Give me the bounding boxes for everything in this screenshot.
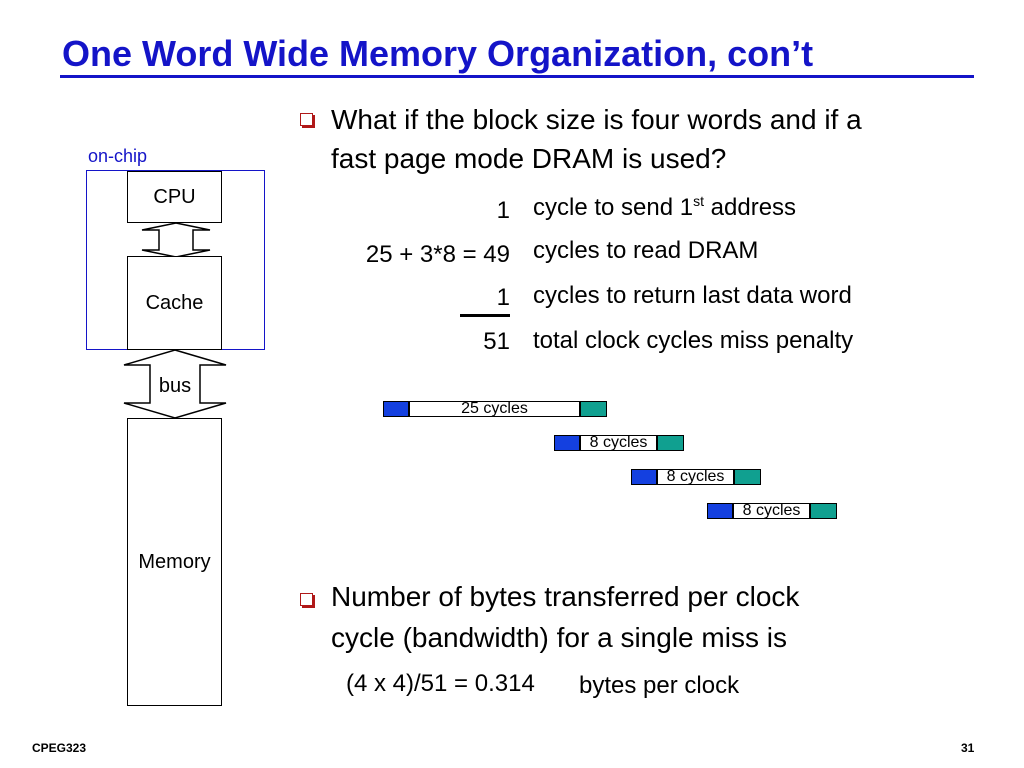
bus-label: bus bbox=[158, 375, 192, 397]
calc-value-2: 25 + 3*8 = 49 bbox=[365, 241, 510, 268]
calc-value-1: 1 bbox=[496, 197, 510, 224]
dram-segment: 8 cycles bbox=[657, 468, 734, 485]
timeline-label: 8 cycles bbox=[666, 468, 725, 485]
bullet-1-line-1: What if the block size is four words and… bbox=[331, 104, 862, 135]
transfer-segment bbox=[810, 503, 837, 519]
memory-label: Memory bbox=[138, 550, 211, 573]
bandwidth-expression: (4 x 4)/51 = 0.314 bbox=[346, 670, 535, 697]
timeline-row-4: 8 cycles bbox=[707, 502, 837, 519]
dram-segment: 8 cycles bbox=[580, 434, 657, 451]
cpu-box: CPU bbox=[127, 171, 222, 223]
bandwidth-unit: bytes per clock bbox=[579, 672, 740, 699]
address-segment bbox=[554, 435, 580, 451]
timeline-row-1: 25 cycles bbox=[383, 400, 607, 417]
dram-segment: 25 cycles bbox=[409, 400, 580, 417]
calc-total: 51 bbox=[483, 328, 510, 355]
calc-desc-2: cycles to read DRAM bbox=[533, 237, 759, 264]
cpu-cache-arrow-icon bbox=[141, 222, 211, 258]
bullet-2-line-2: cycle (bandwidth) for a single miss is bbox=[331, 622, 787, 653]
address-segment bbox=[707, 503, 733, 519]
timeline-row-3: 8 cycles bbox=[631, 468, 761, 485]
timeline-label: 8 cycles bbox=[742, 502, 801, 519]
timeline-label: 8 cycles bbox=[589, 434, 648, 451]
timeline-row-2: 8 cycles bbox=[554, 434, 684, 451]
bullet-icon bbox=[300, 593, 313, 606]
transfer-segment bbox=[734, 469, 761, 485]
bullet-1-line-2: fast page mode DRAM is used? bbox=[331, 143, 727, 174]
dram-segment: 8 cycles bbox=[733, 502, 810, 519]
sum-rule bbox=[460, 314, 510, 317]
transfer-segment bbox=[580, 401, 607, 417]
title-underline bbox=[60, 75, 974, 78]
address-segment bbox=[383, 401, 409, 417]
calc-value-3: 1 bbox=[496, 284, 510, 311]
timeline-label: 25 cycles bbox=[461, 400, 528, 417]
cache-label: Cache bbox=[145, 291, 204, 314]
bullet-2-line-1: Number of bytes transferred per clock bbox=[331, 581, 800, 612]
page-number: 31 bbox=[961, 741, 975, 755]
cache-box: Cache bbox=[127, 256, 222, 350]
slide-title: One Word Wide Memory Organization, con’t bbox=[62, 33, 814, 74]
calc-desc-1: cycle to send 1st address bbox=[533, 193, 797, 221]
on-chip-label: on-chip bbox=[88, 146, 148, 166]
bullet-icon bbox=[300, 113, 313, 126]
address-segment bbox=[631, 469, 657, 485]
memory-box: Memory bbox=[127, 418, 222, 706]
transfer-segment bbox=[657, 435, 684, 451]
calc-desc-3: cycles to return last data word bbox=[533, 282, 852, 309]
footer-course: CPEG323 bbox=[32, 741, 87, 755]
cpu-label: CPU bbox=[153, 185, 196, 208]
calc-desc-total: total clock cycles miss penalty bbox=[533, 327, 854, 354]
